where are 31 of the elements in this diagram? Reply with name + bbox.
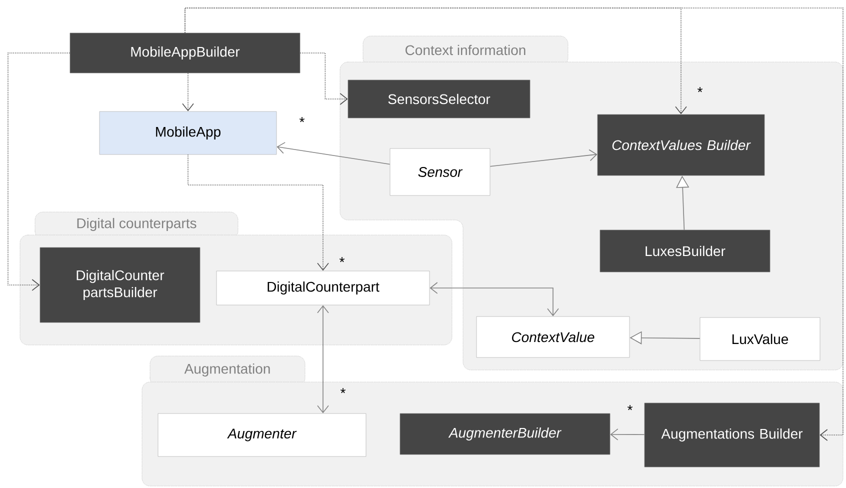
class-box: ContextValue [476,316,630,358]
node-label: Digital counterparts [77,218,196,232]
class-box: AugmenterBuilder [400,413,610,455]
edge-label: * [340,388,346,394]
class-box: MobileApp [99,111,277,155]
edge-label: * [300,117,305,122]
node-label: Context information [406,44,526,56]
class-box: LuxValue [700,317,820,361]
arrow [182,72,194,112]
arrow [188,154,329,271]
class-box: DigitalCounterpart [216,270,430,306]
class-box: Augmenter [158,413,366,457]
node-label: Augmentation [184,363,270,377]
arrow [317,305,329,414]
arrow [300,52,348,105]
edge-label: * [628,405,633,410]
class-box: ContextValues Builder [597,114,765,176]
arrow [184,8,844,441]
arrow [490,149,598,167]
class-box: SensorsSelector [348,80,530,118]
class-box: DigitalCounter partsBuilder [40,247,200,323]
arrow [8,52,70,291]
arrow [430,282,559,316]
arrow [610,428,645,440]
arrow [276,142,390,165]
class-box: LuxesBuilder [600,230,770,272]
class-box: Augmentations Builder [644,402,820,468]
edge-label: * [698,87,703,92]
edge-label: * [340,257,345,262]
class-box: Sensor [390,148,490,196]
class-box: MobileAppBuilder [70,32,300,74]
